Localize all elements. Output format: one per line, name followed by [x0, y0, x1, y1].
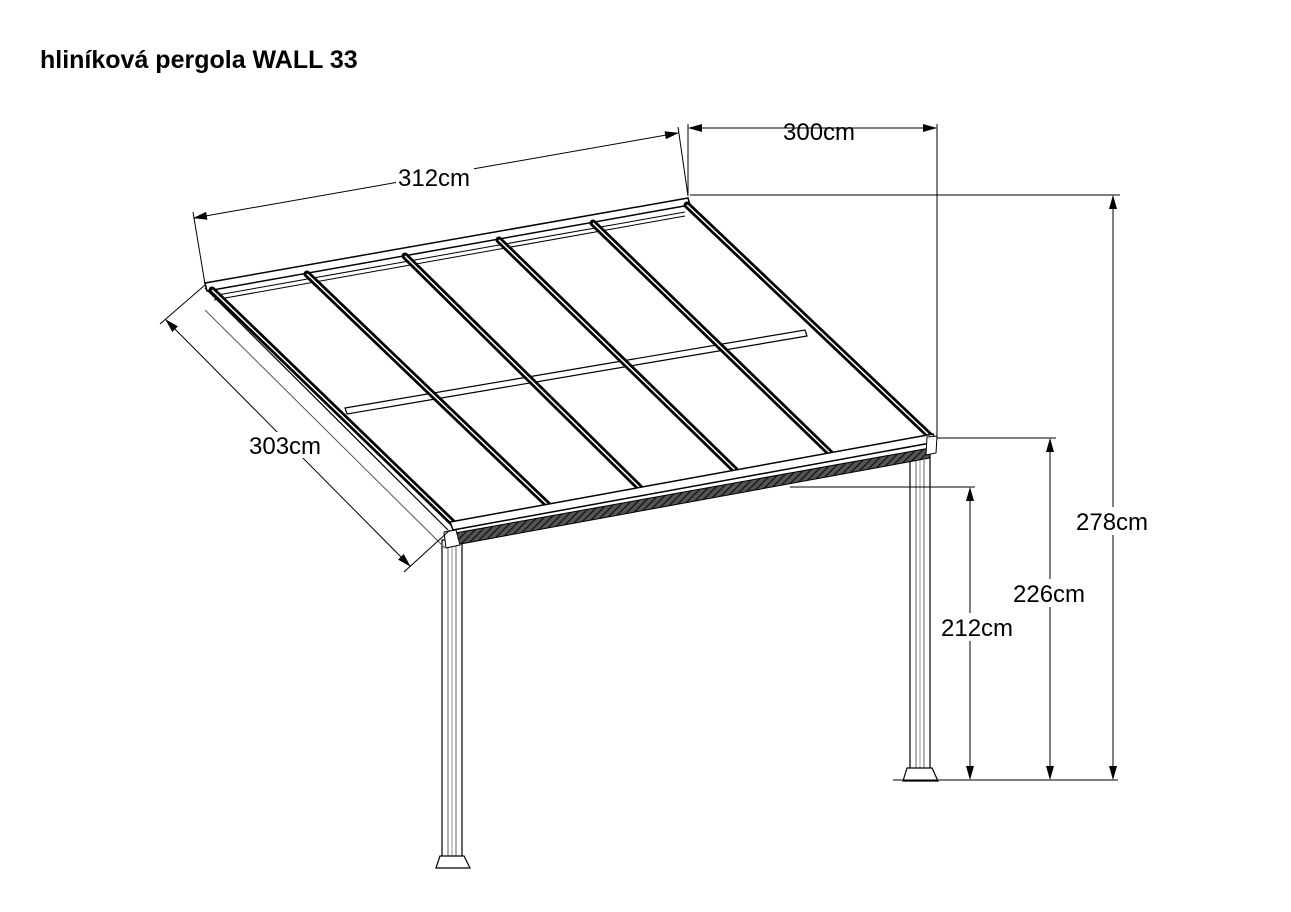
dimension-label-300: 300cm: [783, 119, 855, 146]
dimension-label-278: 278cm: [1076, 509, 1148, 536]
dimension-226: 226cm: [937, 437, 1096, 780]
dimension-212: 212cm: [790, 486, 1024, 780]
dimension-278: 278cm: [690, 194, 1159, 780]
dimension-300: 300cm: [687, 119, 938, 438]
dimension-303: 303cm: [159, 284, 451, 573]
dimension-label-212: 212cm: [941, 615, 1013, 642]
dimension-312: 312cm: [192, 126, 689, 285]
right-post: [902, 454, 939, 782]
dimension-label-303: 303cm: [249, 433, 321, 460]
left-post: [435, 539, 471, 869]
dimension-label-226: 226cm: [1013, 581, 1085, 608]
drawing-title: hliníková pergola WALL 33: [40, 46, 358, 74]
dimension-label-312: 312cm: [398, 165, 470, 192]
roof-frame: [204, 197, 938, 549]
